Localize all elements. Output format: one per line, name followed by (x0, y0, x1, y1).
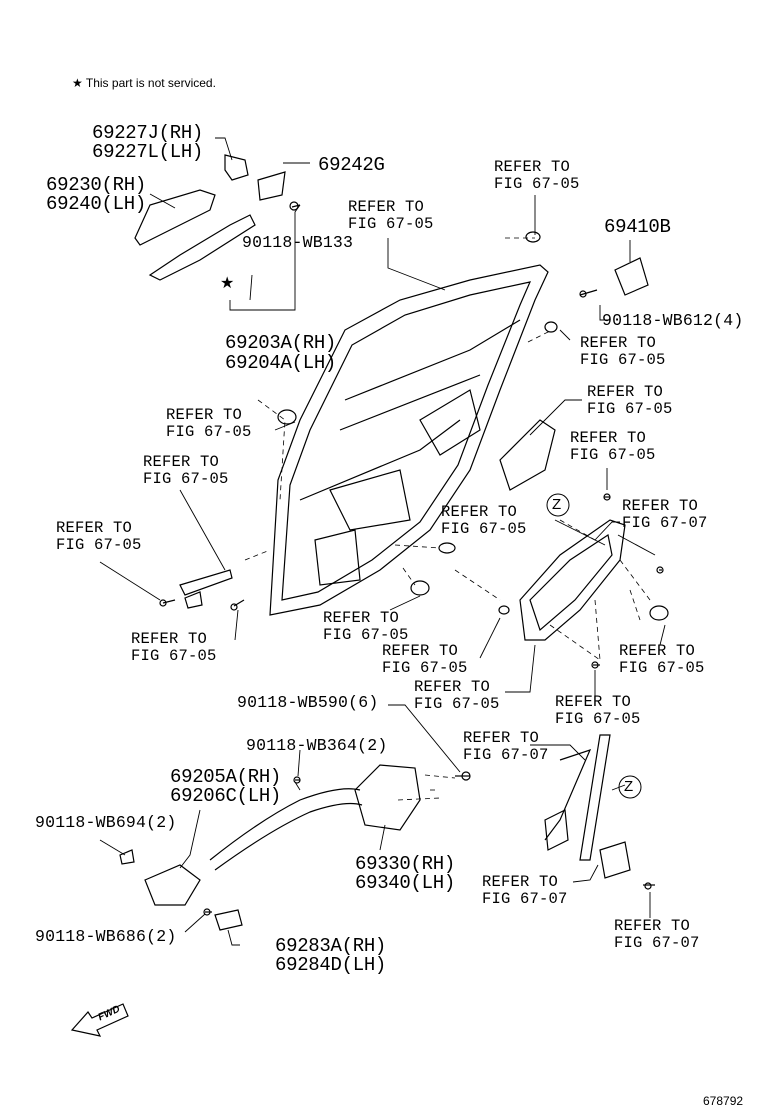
refer-9-l1: REFER TO (622, 497, 699, 515)
refer-2-l1: REFER TO (348, 198, 425, 216)
refer-10-l2: FIG 67-05 (56, 536, 142, 554)
part-69340: 69340(LH) (355, 872, 455, 894)
part-69203A: 69203A(RH) (225, 332, 337, 354)
refer-5-l1: REFER TO (166, 406, 243, 424)
bolt-90118-WB694: 90118-WB694(2) (35, 813, 177, 832)
refer-13-l1: REFER TO (382, 642, 459, 660)
refer-16-l2: FIG 67-05 (555, 710, 641, 728)
refer-17-l1: REFER TO (463, 729, 540, 747)
refer-6-l2: FIG 67-05 (570, 446, 656, 464)
window-regulator-panel (519, 519, 626, 641)
fwd-arrow-icon (70, 1003, 129, 1037)
refer-8-l2: FIG 67-05 (441, 520, 527, 538)
marker-z-circle-1 (546, 493, 570, 517)
refer-14-l1: REFER TO (619, 642, 696, 660)
part-69330: 69330(RH) (355, 853, 455, 875)
refer-4-l1: REFER TO (587, 383, 664, 401)
refer-12-l2: FIG 67-05 (131, 647, 217, 665)
window-regulator (579, 734, 611, 861)
door-lock (354, 764, 421, 831)
refer-15-l1: REFER TO (414, 678, 491, 696)
part-69242G: 69242G (318, 154, 385, 176)
refer-12-l1: REFER TO (131, 630, 208, 648)
star-icon: ★ (72, 76, 83, 90)
marker-z-circle-2 (618, 775, 642, 799)
bolt-90118-WB133: 90118-WB133 (242, 233, 354, 252)
not-serviced-star-icon: ★ (220, 273, 235, 292)
outer-handle (134, 189, 216, 246)
part-69410B: 69410B (604, 216, 671, 238)
marker-z-1: Z (552, 496, 562, 513)
refer-18-l1: REFER TO (482, 873, 559, 891)
part-69240: 69240(LH) (46, 193, 146, 215)
part-69230: 69230(RH) (46, 174, 146, 196)
inner-handle (144, 864, 201, 906)
refer-10-l1: REFER TO (56, 519, 133, 537)
refer-3-l1: REFER TO (580, 334, 657, 352)
part-69204A: 69204A(LH) (225, 352, 337, 374)
part-69205A: 69205A(RH) (170, 766, 282, 788)
refer-16-l1: REFER TO (555, 693, 632, 711)
refer-3-l2: FIG 67-05 (580, 351, 666, 369)
refer-11-l2: FIG 67-05 (323, 626, 409, 644)
part-69284D: 69284D(LH) (275, 954, 387, 976)
part-69227L: 69227L(LH) (92, 141, 204, 163)
part-69206C: 69206C(LH) (170, 785, 282, 807)
refer-18-l2: FIG 67-07 (482, 890, 568, 908)
refer-9-l2: FIG 67-07 (622, 514, 708, 532)
refer-6-l1: REFER TO (570, 429, 647, 447)
not-serviced-note: ★ This part is not serviced. (72, 76, 216, 90)
refer-13-l2: FIG 67-05 (382, 659, 468, 677)
refer-5-l2: FIG 67-05 (166, 423, 252, 441)
refer-7-l1: REFER TO (143, 453, 220, 471)
part-69283A: 69283A(RH) (275, 935, 387, 957)
refer-19-l2: FIG 67-07 (614, 934, 700, 952)
bolt-90118-WB364: 90118-WB364(2) (246, 736, 388, 755)
bolt-90118-WB590: 90118-WB590(6) (237, 693, 379, 712)
bolt-90118-WB612: 90118-WB612(4) (602, 311, 744, 330)
part-69227J: 69227J(RH) (92, 122, 204, 144)
refer-1-l2: FIG 67-05 (494, 175, 580, 193)
refer-11-l1: REFER TO (323, 609, 400, 627)
illustration-id: 678792 (703, 1094, 744, 1108)
refer-8-l1: REFER TO (441, 503, 518, 521)
bolt-90118-WB686: 90118-WB686(2) (35, 927, 177, 946)
refer-14-l2: FIG 67-05 (619, 659, 705, 677)
door-frame (269, 264, 549, 616)
refer-1-l1: REFER TO (494, 158, 571, 176)
refer-17-l2: FIG 67-07 (463, 746, 549, 764)
refer-7-l2: FIG 67-05 (143, 470, 229, 488)
refer-2-l2: FIG 67-05 (348, 215, 434, 233)
note-text: This part is not serviced. (85, 76, 216, 90)
refer-4-l2: FIG 67-05 (587, 400, 673, 418)
refer-15-l2: FIG 67-05 (414, 695, 500, 713)
marker-z-2: Z (624, 778, 634, 795)
refer-19-l1: REFER TO (614, 917, 691, 935)
